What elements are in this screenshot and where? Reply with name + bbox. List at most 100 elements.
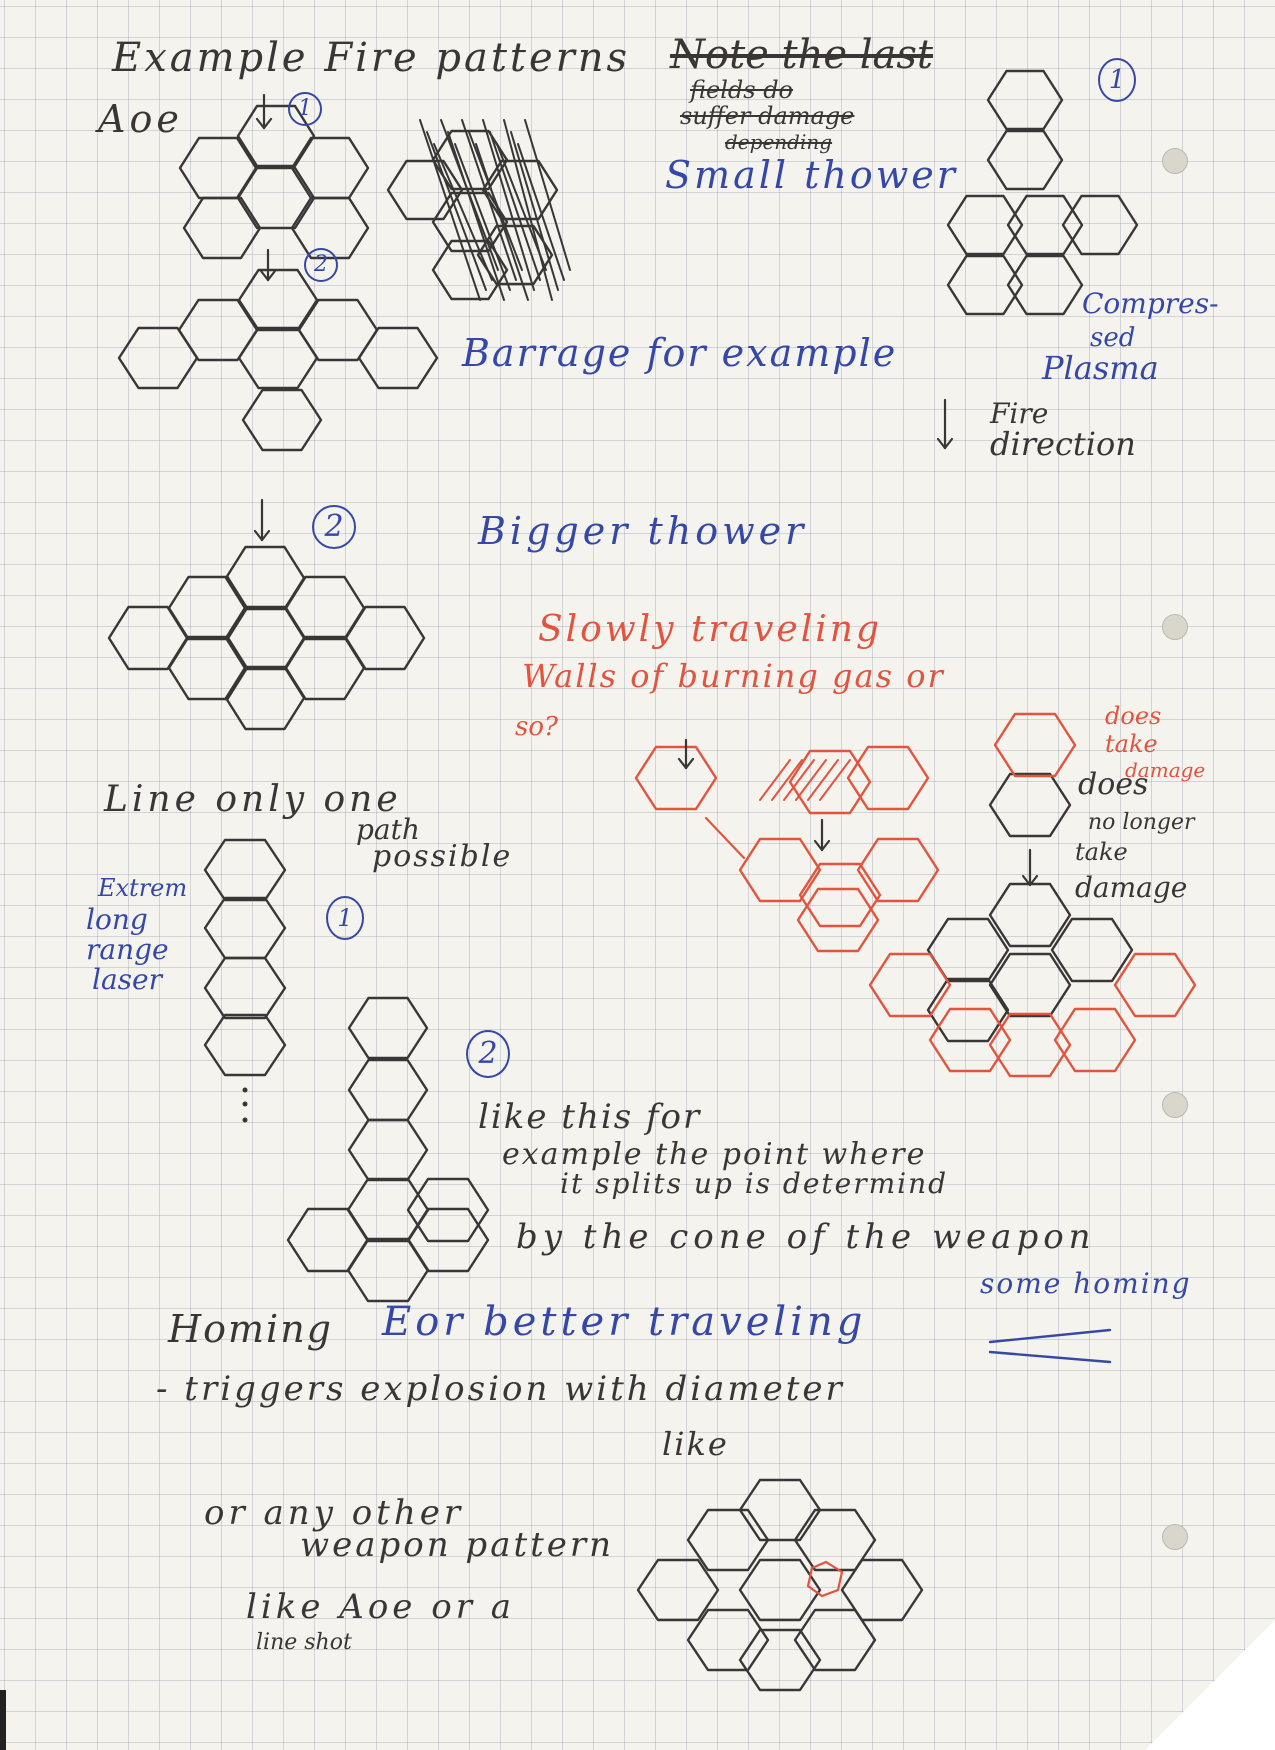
hex-cell: [1061, 194, 1139, 256]
hex-cell: [241, 388, 323, 452]
arrow-icon: [820, 839, 831, 852]
binder-hole: [1162, 1092, 1188, 1118]
hex-cell: [796, 887, 880, 953]
hex-cell: [347, 1058, 429, 1122]
hex-cell: [793, 1608, 877, 1672]
scribbled-note-line: depending: [725, 130, 833, 154]
split-note: by the cone of the weapon: [516, 1217, 1096, 1257]
scribble-stroke: [433, 143, 493, 281]
no-longer-damage-note: does: [1078, 767, 1149, 802]
compressed-plasma-label: Compres-: [1082, 287, 1219, 320]
arrow-icon: [677, 757, 688, 770]
small-thrower-label: Small thower: [665, 153, 958, 197]
other-pattern-note: weapon pattern: [300, 1525, 615, 1565]
arrow-icon: [1021, 874, 1032, 887]
hex-cell: [284, 635, 366, 701]
step-badge: 2: [466, 1030, 510, 1078]
laser-label: long: [86, 903, 148, 936]
step-badge: 2: [312, 505, 356, 549]
hex-cell: [224, 665, 306, 731]
hex-cell: [686, 1508, 770, 1572]
hex-cell: [406, 1177, 490, 1243]
scribble-stroke: [482, 119, 535, 291]
split-note: like this for: [478, 1097, 702, 1137]
laser-label: laser: [92, 963, 162, 996]
line-only-label: possible: [372, 839, 513, 874]
arrow-icon: [266, 269, 277, 282]
hex-cell: [928, 1007, 1012, 1073]
line-only-label: Line only one: [104, 779, 402, 820]
hex-cell: [431, 191, 509, 253]
hex-cell: [988, 772, 1072, 838]
strike-stroke: [988, 1350, 1112, 1364]
hex-cell: [182, 196, 262, 260]
hex-cell: [290, 136, 370, 200]
hex-cell: [346, 1237, 430, 1303]
scribble-stroke: [759, 759, 791, 801]
fire-direction-label: direction: [990, 425, 1136, 463]
hex-cell: [347, 996, 429, 1060]
arrow-icon: [262, 117, 273, 130]
arrow-icon: [704, 816, 746, 860]
step-badge: 1: [288, 92, 322, 126]
hex-cell: [476, 224, 554, 286]
hex-cell: [1113, 952, 1197, 1018]
scribble-stroke: [517, 143, 565, 281]
other-pattern-note: or any other: [204, 1493, 465, 1533]
compressed-plasma-label: sed: [1090, 323, 1136, 353]
other-pattern-note: line shot: [256, 1630, 352, 1655]
does-take-damage-note: damage: [1125, 758, 1206, 782]
hex-cell: [1050, 917, 1134, 983]
binder-hole: [1162, 148, 1188, 174]
hex-cell: [634, 745, 718, 811]
scribble-stroke: [503, 119, 553, 301]
scribble-stroke: [461, 119, 517, 281]
hex-cell: [946, 254, 1024, 316]
hex-cell: [738, 1558, 822, 1622]
bigger-thrower-label: Bigger thower: [478, 509, 808, 553]
hex-cell: [344, 605, 426, 671]
strike-stroke: [988, 1328, 1112, 1344]
arrow-icon: [936, 437, 947, 450]
hex-cell: [986, 129, 1064, 191]
slowly-traveling-note: so?: [515, 712, 558, 742]
arrow-icon: [813, 839, 824, 852]
laser-label: range: [86, 933, 169, 966]
hex-cell: [347, 1118, 429, 1182]
ellipsis-dot: [242, 1087, 248, 1093]
scribble-stroke: [489, 131, 541, 281]
hex-cell: [738, 1478, 822, 1542]
hex-cell: [986, 69, 1064, 131]
hex-cell: [988, 1012, 1072, 1078]
hex-cell: [738, 1628, 822, 1692]
hex-cell: [346, 1177, 430, 1243]
hex-cell: [926, 977, 1010, 1043]
arrow-icon: [260, 529, 271, 542]
split-note: it splits up is determind: [560, 1167, 949, 1200]
does-take-damage-note: take: [1105, 730, 1158, 758]
compressed-plasma-label: Plasma: [1042, 349, 1159, 387]
scribble-stroke: [447, 131, 505, 301]
hex-cell: [117, 326, 199, 390]
line-only-label: path: [356, 813, 420, 846]
no-longer-damage-note: take: [1075, 838, 1128, 866]
laser-label: Extrem: [98, 874, 188, 902]
hex-cell: [846, 745, 930, 811]
scribbled-note-line: fields do: [690, 76, 794, 104]
folded-corner: [1145, 1620, 1275, 1750]
ellipsis-dot: [242, 1101, 248, 1107]
hex-cell: [636, 1558, 720, 1622]
aoe-label: Aoe: [98, 97, 183, 141]
does-take-damage-note: does: [1105, 702, 1162, 730]
hex-cell: [686, 1608, 770, 1672]
hex-cell: [357, 326, 439, 390]
hex-cell: [946, 194, 1024, 256]
hex-cell: [203, 1013, 287, 1077]
step-badge: 2: [304, 248, 338, 282]
hex-cell: [868, 952, 952, 1018]
some-homing-note: some homing: [980, 1267, 1192, 1300]
scribble-stroke: [524, 119, 571, 271]
fire-direction-label: Fire: [990, 397, 1049, 430]
